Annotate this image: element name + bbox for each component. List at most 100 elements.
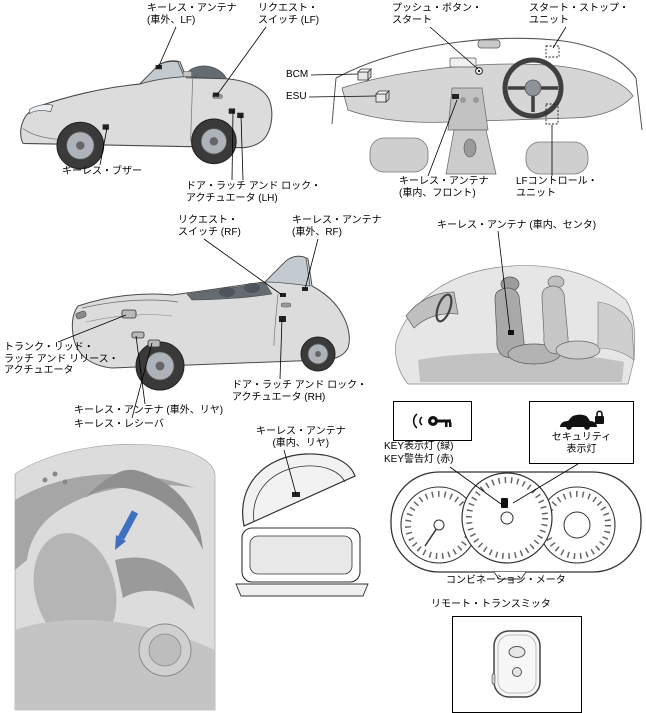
marker-mirror <box>182 71 192 77</box>
combination-meter-illustration <box>390 471 642 580</box>
esu-module-icon <box>375 90 390 103</box>
headlight <box>29 104 54 115</box>
gear-shifter <box>463 138 477 158</box>
closeup-rivet-1 <box>42 477 48 483</box>
label-door-latch-rh: ドア・ラッチ アンド ロック・ アクチュエータ (RH) <box>232 380 367 403</box>
rear-exterior-illustration <box>71 255 350 391</box>
stack-knob-left <box>460 97 466 103</box>
marker-request-switch-rf <box>280 293 286 297</box>
marker-request-switch-lf <box>212 92 220 97</box>
center-display <box>449 57 477 68</box>
receiver-closeup-illustration <box>14 444 216 711</box>
label-lf-control-unit: LFコントロール・ ユニット <box>516 176 598 199</box>
rearview-mirror <box>477 39 501 49</box>
marker-trunk-latch-actuator <box>121 309 137 319</box>
dash-side <box>405 291 459 329</box>
steering-wheel-side <box>435 293 453 323</box>
a-pillar-right <box>635 77 643 131</box>
security-indicator-callout-box: セキュリティ 表示灯 <box>529 401 634 464</box>
trunk-lid-open <box>242 453 356 527</box>
rear-wheel <box>191 118 237 165</box>
dashboard-illustration <box>331 37 643 175</box>
label-request-switch-rf: リクエスト・ スイッチ (RF) <box>178 215 241 238</box>
trunk-lid-line <box>81 299 179 309</box>
key-with-signal-icon <box>412 413 451 429</box>
door-line <box>190 78 194 142</box>
closeup-rivet-2 <box>52 471 58 477</box>
label-key-warning-red: KEY警告灯 (赤) <box>384 454 454 465</box>
marker-keyless-antenna-int-front <box>452 94 459 99</box>
key-indicator-callout-box <box>393 401 472 441</box>
marker-door-latch-rh <box>279 316 286 322</box>
key-indicator-lamp <box>501 498 508 508</box>
front-seat <box>494 276 561 365</box>
front-intake-line <box>22 128 58 140</box>
seat-left <box>369 137 429 173</box>
car-body <box>71 255 350 369</box>
marker-keyless-antenna-int-center <box>508 330 514 335</box>
security-indicator-label: セキュリティ 表示灯 <box>551 431 612 455</box>
front-right-wheel <box>300 336 336 372</box>
rear-bumper <box>235 583 369 597</box>
label-bcm: BCM <box>286 69 309 80</box>
label-keyless-buzzer: キーレス・ブザー <box>62 166 142 177</box>
label-key-indicator-green: KEY表示灯 (緑) <box>384 441 454 452</box>
taillight <box>75 310 87 320</box>
closeup-seat-bolster <box>85 469 203 550</box>
receiver-location-arrow <box>115 510 139 550</box>
windshield-frame <box>335 37 637 79</box>
rear-deck <box>597 301 635 361</box>
trunk-cavity-inner <box>249 535 353 575</box>
marker-door-latch-lh <box>228 108 236 114</box>
label-door-latch-lh: ドア・ラッチ アンド ロック・ アクチュエータ (LH) <box>186 181 321 204</box>
label-keyless-receiver: キーレス・レシーバ <box>74 419 164 430</box>
door-line <box>273 293 279 347</box>
marker-keyless-antenna-int-rear <box>292 492 300 497</box>
car-with-lock-icon <box>559 410 604 430</box>
callout-lines <box>57 26 579 505</box>
center-gauge <box>461 472 553 564</box>
right-gauge <box>538 486 616 564</box>
trunk-lid-inner-line <box>253 465 346 523</box>
start-stop-unit-marker <box>545 45 560 58</box>
marker-door-actuator-lh <box>237 112 244 118</box>
marker-keyless-receiver <box>147 339 161 348</box>
remote-transmitter-box <box>452 616 582 713</box>
label-keyless-antenna-exterior-lf: キーレス・アンテナ (車外、LF) <box>147 3 237 26</box>
windshield <box>264 255 311 287</box>
closeup-speaker-inner <box>148 633 182 667</box>
closeup-trim-blob <box>33 533 117 647</box>
label-keyless-antenna-interior-center: キーレス・アンテナ (車内、センタ) <box>437 220 597 231</box>
closeup-mid-shade <box>115 557 195 610</box>
push-button-start-marker <box>475 67 483 75</box>
label-keyless-antenna-interior-front: キーレス・アンテナ (車内、フロント) <box>399 176 489 199</box>
label-keyless-antenna-exterior-rf: キーレス・アンテナ (車外、RF) <box>292 215 382 238</box>
front-wheel <box>56 121 105 170</box>
headrest-left <box>219 287 235 297</box>
rear-left-wheel <box>135 341 185 391</box>
closeup-upper-shade <box>15 474 195 570</box>
remote-key-fob-icon <box>491 629 541 698</box>
marker-keyless-antenna-ext-rear <box>131 331 145 339</box>
bcm-module-icon <box>357 68 372 81</box>
label-trunk-lid-latch-actuator: トランク・リッド・ ラッチ アンド リリース・ アクチュエータ <box>4 342 119 376</box>
label-keyless-antenna-interior-rear: キーレス・アンテナ (車内、リヤ) <box>256 426 346 449</box>
headrest-right <box>244 283 260 293</box>
marker-keyless-buzzer <box>102 124 109 130</box>
label-keyless-antenna-exterior-rear: キーレス・アンテナ (車外、リヤ) <box>74 405 224 416</box>
label-push-button-start: プッシュ・ボタン・ スタート <box>392 3 482 26</box>
cabin-floor <box>418 352 624 382</box>
door-handle <box>280 302 292 308</box>
windshield <box>139 60 185 85</box>
label-combination-meter: コンビネーション・メータ <box>446 575 566 586</box>
label-esu: ESU <box>286 91 307 102</box>
seat-right <box>525 141 589 175</box>
closeup-rivet-3 <box>62 479 68 485</box>
lf-control-unit-marker <box>545 103 559 125</box>
label-request-switch-lf: リクエスト・ スイッチ (LF) <box>258 3 320 26</box>
interior-center-illustration <box>395 265 636 385</box>
label-start-stop-unit: スタート・ストップ・ ユニット <box>529 3 629 26</box>
a-pillar-left <box>331 77 337 125</box>
